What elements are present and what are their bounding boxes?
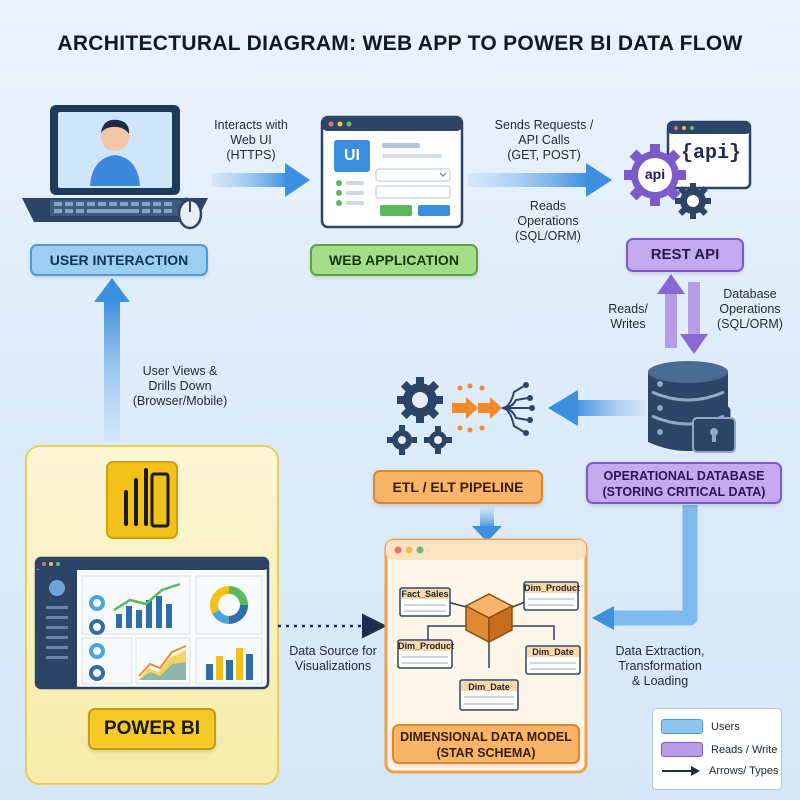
edge-text: Database	[723, 287, 777, 301]
edge-text: User Views &	[142, 364, 218, 378]
edge-text: Interacts with	[214, 118, 288, 132]
edge-text: (SQL/ORM)	[515, 229, 581, 243]
power-bi-text: POWER BI	[103, 718, 201, 739]
arrow-api-to-db	[680, 282, 708, 354]
legend-label: Reads / Write	[711, 743, 778, 756]
legend-item-arrows: Arrows/ Types	[661, 765, 779, 777]
dimensional-model-line2: (STAR SCHEMA)	[436, 746, 536, 760]
edge-label-data-source: Data Source for Visualizations	[280, 644, 386, 674]
edge-label-extraction: Data Extraction, Transformation & Loadin…	[598, 644, 722, 689]
table-dim-date-bottom: Dim_Date	[468, 682, 510, 692]
arrow-etl-to-model	[472, 506, 502, 542]
rest-api-text: REST API	[650, 246, 720, 263]
edge-text: Web UI	[230, 133, 272, 147]
web-application-text: WEB APPLICATION	[329, 252, 459, 268]
edge-text: (HTTPS)	[226, 148, 276, 162]
edge-text: (SQL/ORM)	[717, 317, 783, 331]
edge-text: Transformation	[618, 659, 702, 673]
etl-gears-icon	[387, 377, 535, 455]
api-brace-label: {api}	[680, 142, 741, 165]
star-schema-window	[384, 538, 588, 774]
edge-label-db-operations: Database Operations (SQL/ORM)	[704, 287, 796, 332]
edge-text: API Calls	[518, 133, 570, 147]
arrow-db-to-model	[592, 505, 698, 630]
edge-label-user-to-web: Interacts with Web UI (HTTPS)	[196, 118, 306, 163]
arrow-web-to-api	[468, 163, 612, 197]
powerbi-logo-icon	[106, 461, 178, 539]
legend-swatch-reads-write	[661, 742, 703, 757]
arrow-user-to-web	[212, 163, 310, 197]
operational-database-label[interactable]: OPERATIONAL DATABASE (STORING CRITICAL D…	[586, 462, 782, 504]
api-gear-icon	[624, 120, 752, 219]
edge-text: Data Extraction,	[615, 644, 705, 658]
powerbi-donut	[210, 586, 248, 624]
web-application-label[interactable]: WEB APPLICATION	[310, 244, 478, 276]
legend-label: Arrows/ Types	[709, 765, 779, 777]
edge-text: Reads	[529, 199, 567, 213]
table-dim-product-right: Dim_Product	[524, 583, 581, 593]
table-dim-date-right: Dim_Date	[532, 647, 574, 657]
dimensional-model-line1: DIMENSIONAL DATA MODEL	[400, 730, 572, 744]
fact-cube-icon	[464, 593, 514, 644]
edge-label-user-views: User Views & Drills Down (Browser/Mobile…	[122, 364, 238, 409]
edge-text: Operations	[719, 302, 781, 316]
laptop-user-icon	[22, 105, 208, 230]
legend-arrow-icon	[662, 766, 700, 776]
edge-text: (Browser/Mobile)	[132, 394, 228, 408]
legend-box: Users Reads / Write Arrows/ Types	[652, 708, 782, 790]
edge-text: Drills Down	[148, 379, 212, 393]
user-interaction-text: USER INTERACTION	[49, 252, 189, 268]
edge-text: Sends Requests /	[494, 118, 594, 132]
edge-text: Reads/	[608, 302, 648, 316]
edge-label-reads-writes: Reads/ Writes	[598, 302, 658, 332]
edge-text: & Loading	[631, 674, 689, 688]
rest-api-label[interactable]: REST API	[626, 238, 744, 272]
edge-label-web-to-api: Sends Requests / API Calls (GET, POST)	[478, 118, 610, 163]
legend-label: Users	[711, 720, 740, 733]
legend-item-users: Users	[661, 719, 740, 734]
arrow-db-to-etl	[548, 390, 645, 426]
edge-text: Writes	[610, 317, 646, 331]
user-interaction-label[interactable]: USER INTERACTION	[30, 244, 208, 276]
arrow-db-to-api	[657, 274, 685, 348]
operational-database-line1: OPERATIONAL DATABASE	[603, 469, 765, 483]
edge-text: Visualizations	[294, 659, 372, 673]
dimensional-model-label[interactable]: DIMENSIONAL DATA MODEL (STAR SCHEMA)	[392, 724, 580, 764]
arrow-powerbi-to-user	[94, 278, 130, 440]
webapp-ui-badge: UI	[344, 147, 360, 164]
table-fact-sales: Fact_Sales	[401, 589, 449, 599]
edge-text: (GET, POST)	[507, 148, 581, 162]
database-lock-icon	[648, 361, 736, 453]
edge-label-reads-operations: Reads Operations (SQL/ORM)	[498, 199, 598, 244]
legend-item-reads-write: Reads / Write	[661, 742, 777, 757]
operational-database-line2: (STORING CRITICAL DATA)	[602, 485, 766, 499]
powerbi-dashboard	[34, 556, 270, 690]
webapp-browser-icon	[320, 115, 464, 229]
edge-text: Operations	[517, 214, 579, 228]
etl-pipeline-text: ETL / ELT PIPELINE	[392, 479, 524, 495]
legend-swatch-users	[661, 719, 703, 734]
edge-text: Data Source for	[289, 644, 377, 658]
api-gear-label: api	[644, 166, 666, 182]
power-bi-label[interactable]: POWER BI	[88, 708, 216, 750]
diagram-title: ARCHITECTURAL DIAGRAM: WEB APP TO POWER …	[57, 32, 743, 55]
etl-pipeline-label[interactable]: ETL / ELT PIPELINE	[373, 470, 543, 504]
table-dim-product-left: Dim_Product	[398, 641, 455, 651]
